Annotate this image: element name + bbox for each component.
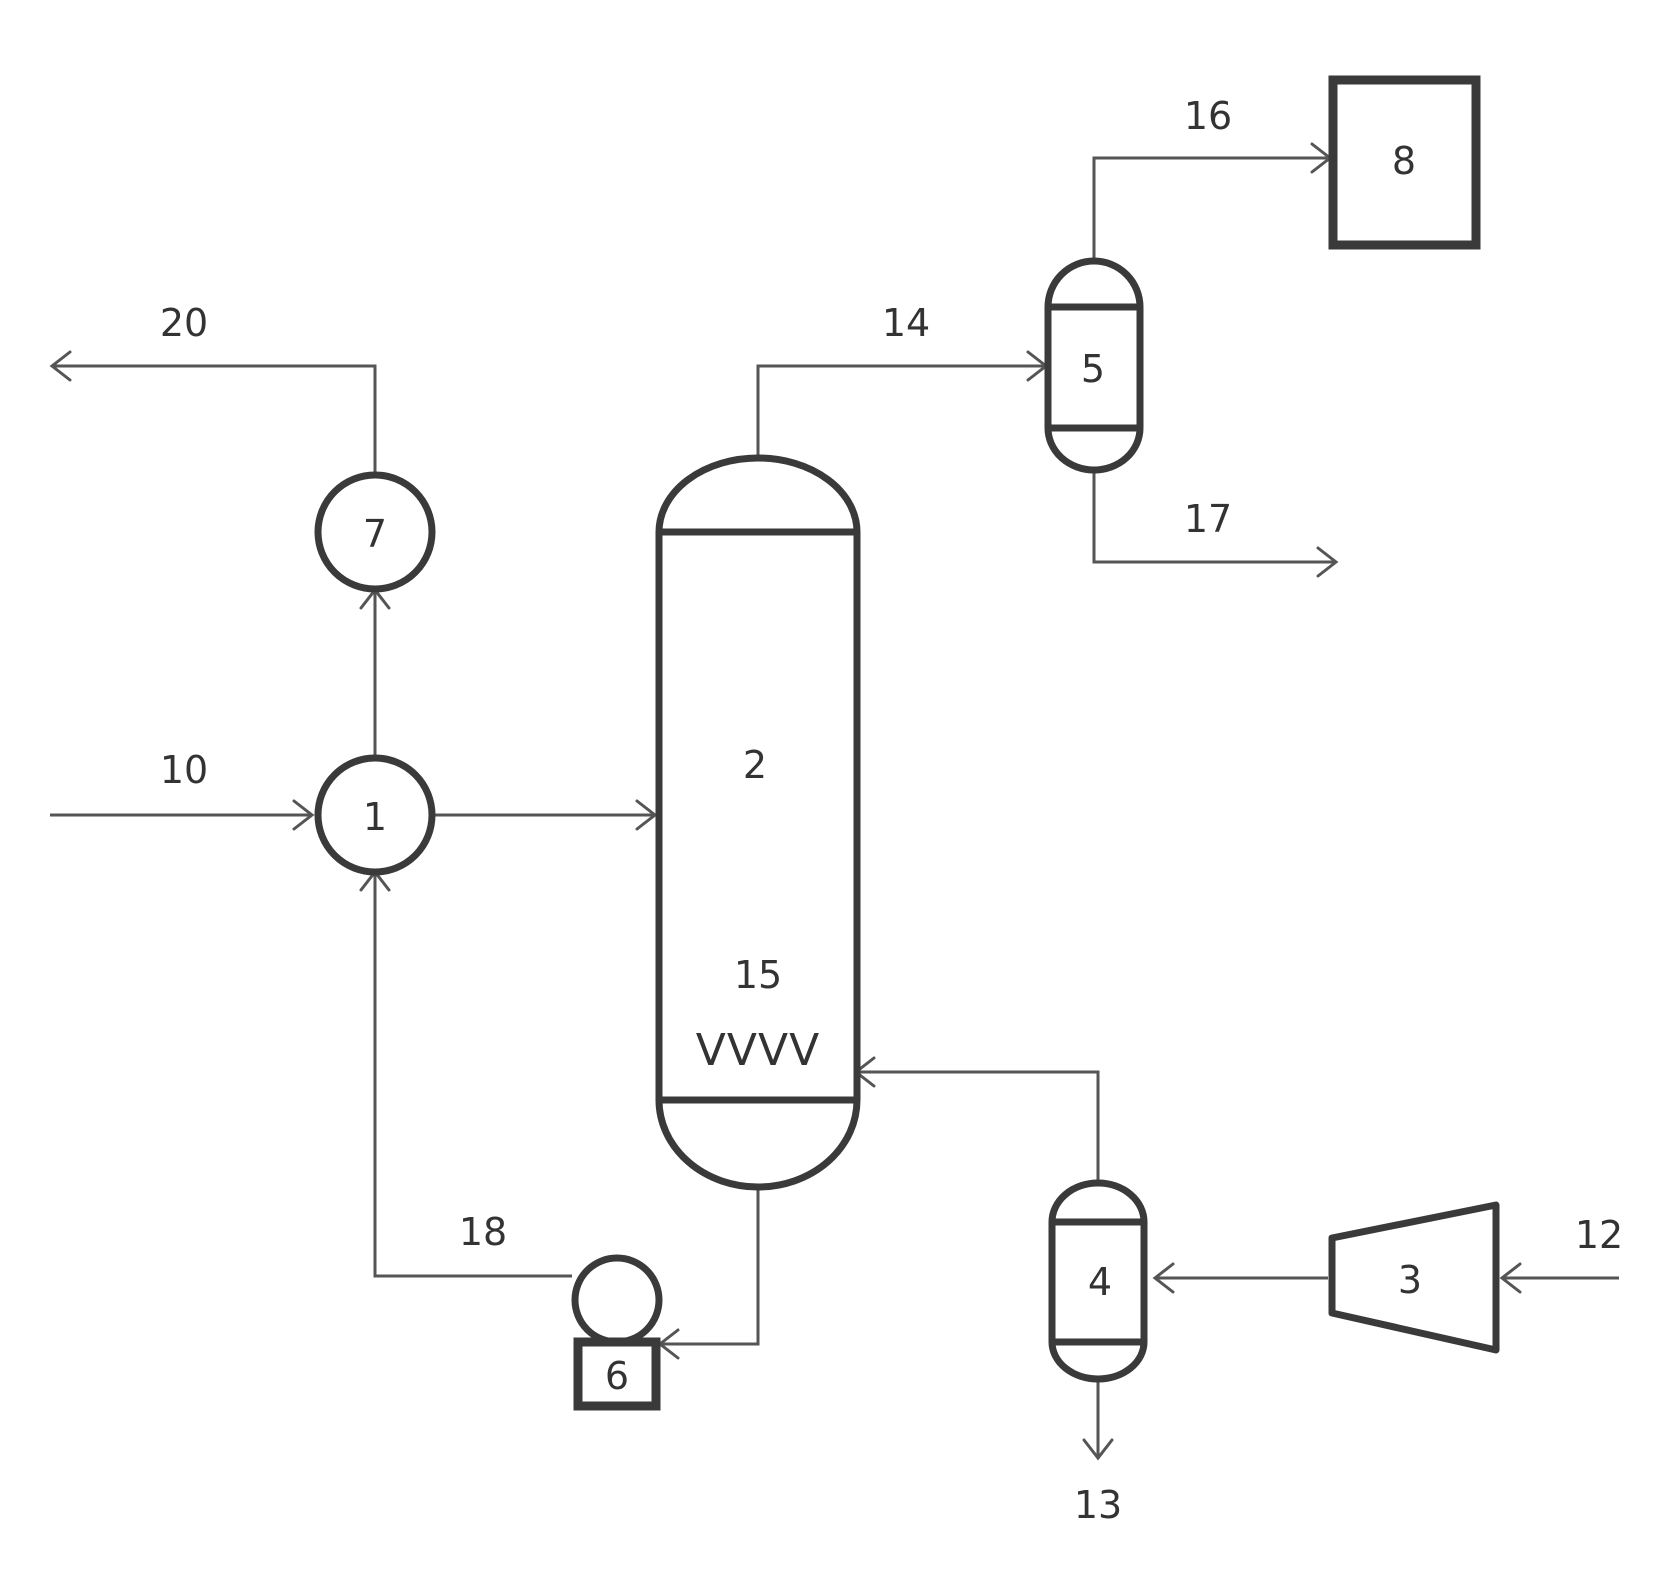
stream-12-line — [1502, 1264, 1619, 1292]
stream-17-label: 17 — [1184, 497, 1232, 541]
stream-10-label: 10 — [160, 748, 208, 792]
stream-18-label: 18 — [459, 1210, 507, 1254]
unit-8-label: 8 — [1392, 139, 1416, 183]
stream-1-to-7-line — [361, 590, 389, 757]
stream-16-label: 16 — [1184, 94, 1232, 138]
stream-20-line — [52, 352, 375, 474]
stream-16-line — [1094, 144, 1330, 262]
unit-7-label: 7 — [363, 512, 387, 556]
stream-1-to-2-line — [434, 801, 655, 829]
unit-4-label: 4 — [1088, 1260, 1112, 1304]
stream-12-label: 12 — [1575, 1213, 1623, 1257]
stream-14-label: 14 — [882, 301, 930, 345]
stream-3-to-4-line — [1155, 1264, 1328, 1292]
unit-5-label: 5 — [1081, 347, 1105, 391]
stream-10-line — [50, 801, 312, 829]
column-2 — [659, 458, 857, 1187]
stream-15-label: 15 — [734, 953, 782, 997]
unit-3-label: 3 — [1398, 1258, 1422, 1302]
stream-13-line — [1084, 1379, 1112, 1458]
stream-20-label: 20 — [160, 301, 208, 345]
unit-1-label: 1 — [363, 795, 387, 839]
stream-13-label: 13 — [1074, 1483, 1122, 1527]
unit-6-label: 6 — [605, 1354, 629, 1398]
column-internals-symbol: VVVV — [696, 1025, 820, 1076]
unit-2-label: 2 — [743, 743, 767, 787]
stream-2-to-6-line — [660, 1187, 758, 1358]
stream-4-to-2-line — [856, 1058, 1098, 1183]
stream-14-line — [758, 352, 1046, 458]
